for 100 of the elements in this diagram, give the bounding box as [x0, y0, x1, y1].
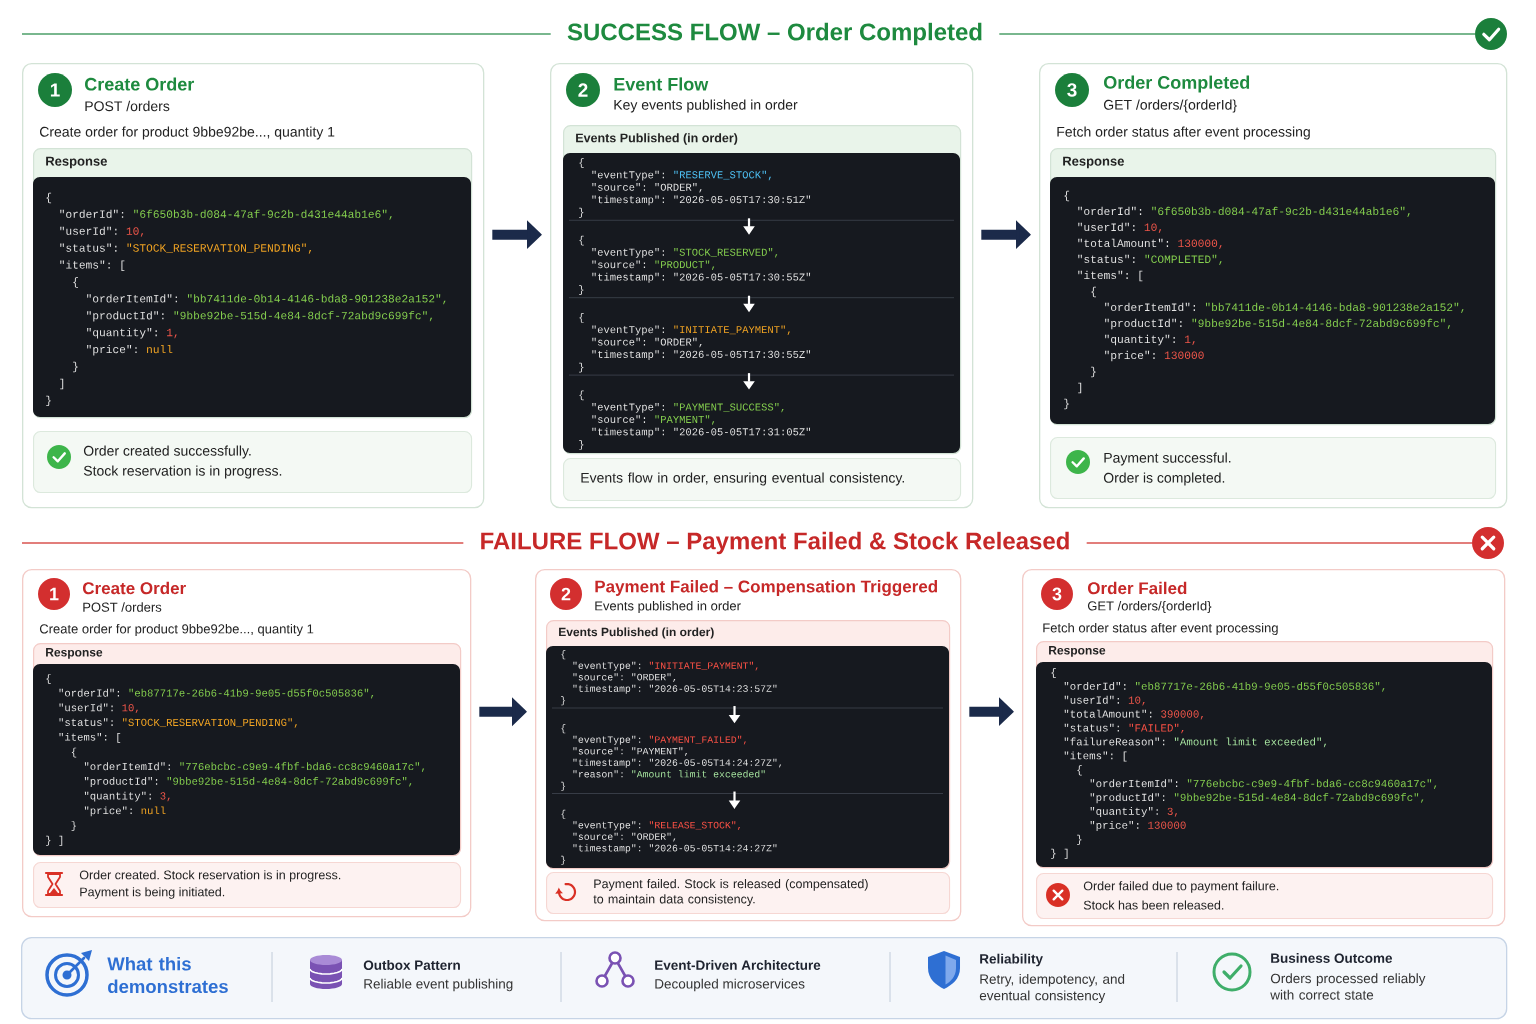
code-line: "quantity": 1, — [87, 328, 177, 339]
code-line: } — [579, 285, 584, 296]
code-line: "reason": "Amount limit exceeded" — [573, 770, 765, 778]
code-line: { — [561, 650, 566, 660]
description: Fetch order status after event processing — [1043, 622, 1278, 636]
subtitle: Events published in order — [595, 600, 741, 614]
code-line: "orderId": "6f650b3b-d084-47af-9c2b-d431e44ab1e6", — [1078, 206, 1410, 217]
message-text: Payment is being initiated. — [80, 887, 225, 899]
code-line: ] — [60, 378, 64, 390]
item-heading: Reliability — [980, 953, 1043, 967]
code-line: "eventType": "RELEASE_STOCK", — [573, 821, 740, 831]
code-line: } ] — [1051, 848, 1068, 859]
code-line: "eventType": "PAYMENT_FAILED", — [573, 735, 746, 745]
item-text: Decoupled microservices — [655, 978, 805, 992]
code-line: "orderItemId": "776ebcbc-c9e9-4fbf-bda6-cc8c9460a17c", — [1090, 779, 1437, 789]
code-line: "eventType": "RESERVE_STOCK", — [592, 170, 771, 181]
code-line: { — [46, 192, 52, 204]
code-line: "timestamp": "2026-05-05T17:31:05Z" — [592, 427, 811, 438]
number-badge: 1 — [38, 578, 70, 610]
code-line: { — [1091, 286, 1096, 298]
code-line: { — [561, 809, 566, 819]
code-line: "price": null — [84, 806, 166, 817]
number-badge: 3 — [1041, 578, 1073, 610]
code-line: "quantity": 3, — [1090, 807, 1178, 818]
message-text: Order failed due to payment failure. — [1083, 881, 1279, 893]
message-text: Stock has been released. — [1083, 900, 1224, 910]
code-line: { — [46, 674, 51, 684]
code-line: "source": "PAYMENT", — [573, 747, 688, 757]
section-heading: Response — [1063, 156, 1124, 169]
subtitle: POST /orders — [83, 602, 162, 612]
code-line: "items": [ — [1064, 751, 1127, 762]
code-line: "totalAmount": 130000, — [1078, 238, 1222, 249]
code-line: "productId": "9bbe92be-515d-4e84-8dcf-72abd9c699fc", — [84, 777, 412, 787]
code-line: } — [579, 207, 584, 218]
number-badge: 1 — [38, 73, 72, 107]
code-line: } — [561, 855, 566, 865]
code-line: "userId": 10, — [60, 226, 144, 237]
section-heading: Response — [1049, 646, 1106, 657]
code-line: "source": "PAYMENT", — [592, 415, 715, 425]
code-line: "eventType": "INITIATE_PAYMENT", — [573, 661, 758, 671]
section-heading: Response — [46, 156, 107, 169]
card-title: Payment Failed – Compensation Triggered — [595, 580, 937, 596]
message-text: Order created successfully. — [83, 445, 251, 459]
card-title: Event Flow — [614, 77, 709, 91]
number-badge: 3 — [1055, 73, 1089, 107]
code-line: } — [46, 395, 51, 407]
code-line: "price": null — [87, 344, 173, 356]
code-line: "source": "PRODUCT", — [592, 260, 715, 270]
message-text: Stock reservation is in progress. — [83, 465, 282, 479]
code-line: "orderItemId": "bb7411de-0b14-4146-bda8-901238e2a152", — [1105, 302, 1464, 313]
code-line: "timestamp": "2026-05-05T14:23:57Z" — [573, 684, 777, 694]
message-text: Events flow in order, ensuring eventual consistency. — [581, 472, 904, 486]
item-text: Reliable event publishing — [364, 978, 513, 992]
code-line: } — [1077, 834, 1082, 845]
code-line: "orderId": "6f650b3b-d084-47af-9c2b-d431e44ab1e6", — [60, 209, 392, 220]
code-line: "source": "ORDER", — [573, 673, 676, 683]
code-line: "eventType": "STOCK_RESERVED", — [592, 248, 778, 258]
section-heading: SUCCESS FLOW – Order Completed — [567, 22, 982, 46]
code-line: "productId": "9bbe92be-515d-4e84-8dcf-72abd9c699fc", — [87, 311, 433, 322]
code-line: } — [579, 362, 584, 373]
message-text: Order is completed. — [1103, 472, 1225, 486]
code-line: } — [1064, 398, 1069, 410]
item-heading: Business Outcome — [1271, 953, 1393, 963]
code-line: { — [561, 724, 566, 734]
code-line: "productId": "9bbe92be-515d-4e84-8dcf-72abd9c699fc", — [1105, 318, 1451, 330]
code-line: { — [1064, 190, 1070, 202]
description: Create order for product 9bbe92be..., quantity 1 — [39, 623, 314, 637]
card-title: Create Order — [85, 77, 194, 91]
code-line: "userId": 10, — [1078, 222, 1162, 233]
code-line: "orderItemId": "776ebcbc-c9e9-4fbf-bda6-cc8c9460a17c", — [84, 762, 425, 772]
code-line: "status": "FAILED", — [1064, 723, 1184, 734]
code-line: "source": "ORDER", — [592, 183, 702, 193]
code-line: } — [73, 361, 78, 373]
item-text: Orders processed reliably with correct state — [1270, 973, 1426, 1000]
section-heading: Events Published (in order) — [576, 133, 738, 145]
code-line: "items": [ — [59, 732, 121, 743]
code-line: "quantity": 1, — [1105, 334, 1195, 346]
code-line: "failureReason": "Amount limit exceeded", — [1064, 737, 1327, 748]
code-line: "status": "STOCK_RESERVATION_PENDING", — [59, 718, 297, 728]
number-badge: 2 — [550, 578, 582, 610]
code-line: "timestamp": "2026-05-05T17:30:51Z" — [592, 195, 811, 206]
code-line: "timestamp": "2026-05-05T14:24:27Z" — [573, 844, 777, 854]
code-line: "timestamp": "2026-05-05T14:24:27Z", — [573, 758, 782, 768]
description: Fetch order status after event processing — [1057, 126, 1310, 140]
message-text: Payment successful. — [1104, 452, 1231, 466]
code-line: { — [1051, 668, 1056, 679]
code-line: "status": "STOCK_RESERVATION_PENDING", — [60, 243, 312, 254]
number-badge: 2 — [566, 73, 600, 107]
subtitle: Key events published in order — [614, 99, 798, 113]
code-line: "orderItemId": "bb7411de-0b14-4146-bda8-901238e2a152", — [87, 294, 446, 305]
code-line: "orderId": "eb87717e-26b6-41b9-9e05-d55f0c505836", — [59, 688, 374, 699]
code-line: "orderId": "eb87717e-26b6-41b9-9e05-d55f0c505836", — [1064, 681, 1385, 692]
code-line: } — [561, 781, 566, 791]
code-line: { — [73, 277, 78, 288]
code-line: } — [561, 696, 566, 706]
code-line: { — [579, 313, 584, 323]
code-line: { — [579, 235, 584, 246]
code-line: "items": [ — [60, 260, 125, 271]
band-title: What this demonstrates — [107, 956, 228, 994]
section-heading: Response — [46, 648, 103, 659]
